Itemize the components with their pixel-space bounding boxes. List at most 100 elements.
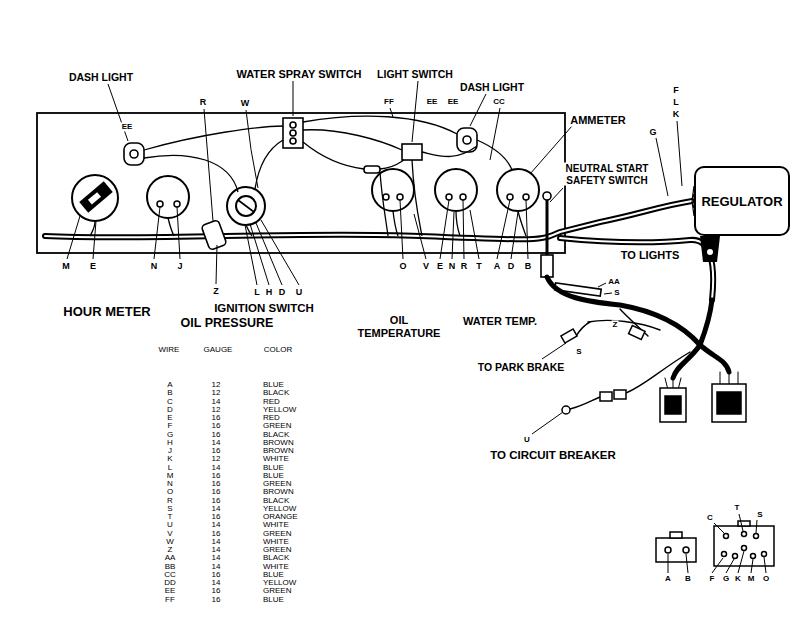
- leader-line: [67, 81, 682, 434]
- table-cell: 14: [211, 464, 222, 472]
- wire-letter: N: [448, 261, 457, 271]
- leader-line: [93, 221, 96, 259]
- table-cell: YELLOW: [262, 579, 297, 587]
- regulator-bracket: [707, 249, 713, 255]
- wire-letter: A: [493, 261, 502, 271]
- lower-harness: [570, 397, 600, 409]
- leader-line: [712, 558, 723, 573]
- table-cell: GREEN: [262, 530, 292, 538]
- leader-line: [216, 245, 217, 284]
- panel-wire: [144, 126, 283, 150]
- leader-line: [470, 94, 486, 126]
- wire-letter: O: [762, 574, 770, 583]
- water-spray-switch: [283, 118, 303, 148]
- connector-end-view: [670, 532, 682, 538]
- gauge-terminal: [157, 194, 529, 207]
- table-cell: 16: [211, 488, 222, 496]
- light-switch: [402, 144, 422, 160]
- table-cell: GREEN: [262, 422, 292, 430]
- hour-meter-body: [88, 192, 101, 204]
- gauge-terminal: [397, 194, 403, 200]
- table-cell: ORANGE: [262, 513, 299, 521]
- leader-line: [261, 220, 299, 285]
- leader-line: [598, 283, 606, 287]
- table-cell: 16: [211, 571, 222, 579]
- table-cell: G: [166, 431, 174, 439]
- leader-line: [604, 293, 612, 294]
- table-cell: D: [166, 406, 174, 414]
- panel-wire: [422, 146, 477, 157]
- table-cell: WHITE: [262, 563, 290, 571]
- table-cell: EE: [164, 587, 177, 595]
- table-cell: BLACK: [262, 389, 290, 397]
- leader-line: [245, 225, 257, 285]
- wire-letter: E: [436, 261, 444, 271]
- wire-letter: F: [672, 85, 680, 95]
- table-cell: WHITE: [262, 521, 290, 529]
- table-cell: BLUE: [262, 596, 285, 604]
- table-cell: WHITE: [262, 455, 290, 463]
- connector-end-view: [656, 521, 774, 566]
- table-cell: GREEN: [262, 587, 292, 595]
- panel-wire: [90, 221, 95, 236]
- leader-line: [738, 551, 744, 573]
- leader-line: [256, 223, 282, 285]
- water-spray-switch: [283, 118, 303, 148]
- wire-letter: FF: [383, 97, 395, 106]
- part-label: OIL PRESSURE: [180, 316, 275, 330]
- wire-letter: G: [722, 574, 730, 583]
- leader-line: [293, 81, 294, 116]
- table-cell: YELLOW: [262, 406, 297, 414]
- connector-end-view: [751, 554, 756, 559]
- panel-wire: [303, 142, 364, 169]
- table-cell: BROWN: [262, 447, 295, 455]
- wire-connector: [712, 384, 746, 422]
- table-cell: N: [166, 480, 174, 488]
- connector-end-view: [724, 534, 729, 539]
- wire-letter: K: [734, 574, 742, 583]
- table-cell: 14: [211, 538, 222, 546]
- wire-letter: L: [253, 287, 261, 297]
- lower-harness: [626, 352, 690, 393]
- table-cell: 14: [211, 546, 222, 554]
- connector-end-view: [754, 534, 759, 539]
- node-label: REGULATOR: [701, 194, 782, 209]
- leader-line: [550, 188, 563, 202]
- table-header: COLOR: [263, 345, 293, 354]
- wire-letter: J: [176, 261, 183, 271]
- connector-end-view: [722, 552, 727, 557]
- table-cell: BLUE: [262, 464, 285, 472]
- leader-line: [686, 554, 688, 573]
- leader-line: [452, 212, 454, 259]
- part-label: AMMETER: [569, 114, 627, 127]
- wire-letter: T: [475, 261, 483, 271]
- gauge-terminal: [174, 201, 180, 207]
- table-cell: L: [167, 464, 173, 472]
- part-label: OIL TEMPERATURE: [356, 314, 442, 339]
- wire-letter: O: [398, 261, 407, 271]
- wire-letter: G: [648, 127, 657, 137]
- wire-letter: U: [523, 435, 531, 444]
- panel-wire: [144, 155, 238, 192]
- wire-letter: D: [507, 261, 516, 271]
- leader-line: [668, 554, 669, 573]
- light-switch: [364, 166, 380, 173]
- part-label: DASH LIGHT: [459, 81, 525, 93]
- light-switch: [364, 144, 422, 173]
- connector-end-view: [738, 521, 750, 526]
- leader-line: [497, 200, 510, 259]
- neutral-start-switch: [546, 196, 549, 255]
- gauge-terminal: [523, 194, 529, 200]
- panel-wire: [456, 211, 460, 236]
- table-cell: T: [167, 513, 174, 521]
- panel-wire: [303, 130, 402, 150]
- lower-harness: [547, 277, 700, 345]
- neutral-start-switch: [543, 192, 551, 200]
- wire-letter: M: [61, 261, 71, 271]
- dash-light-socket: [130, 150, 138, 158]
- table-cell: 14: [211, 563, 222, 571]
- table-cell: 16: [211, 497, 222, 505]
- table-cell: 12: [211, 381, 222, 389]
- leader-line: [756, 520, 757, 533]
